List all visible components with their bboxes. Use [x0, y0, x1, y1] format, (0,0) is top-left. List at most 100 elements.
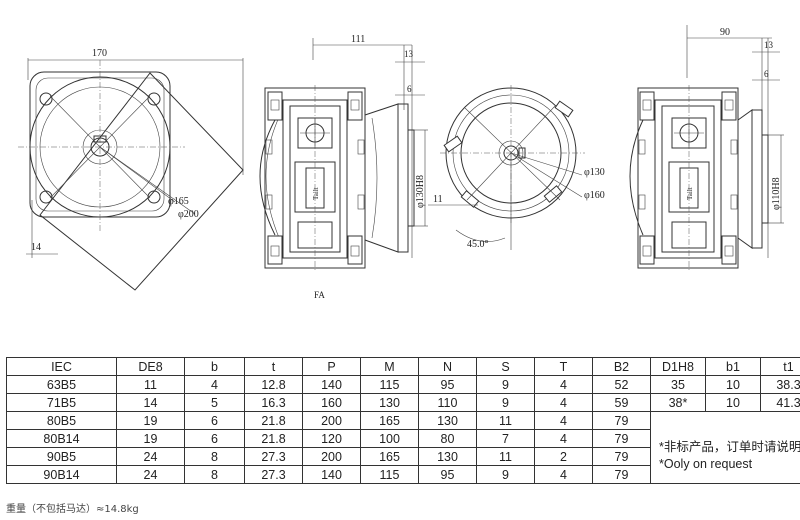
table-row: 71B5 14 5 16.3 160 130 110 9 4 59 38* 10… — [6, 393, 800, 412]
cell: 90B14 — [6, 465, 117, 484]
cell: 27.3 — [244, 465, 303, 484]
dim-14: 14 — [31, 242, 41, 253]
cell: 38.3 — [760, 375, 800, 394]
table-row: 90B14 24 8 27.3 140 115 95 9 4 79 — [6, 465, 800, 484]
header-cell: B2 — [592, 357, 651, 376]
side-view-2: 90 13 6 Tailt — [629, 25, 784, 272]
table-row: 63B5 11 4 12.8 140 115 95 9 4 52 35 10 3… — [6, 375, 800, 394]
dim-angle: 45.0° — [467, 239, 489, 250]
dim-170: 170 — [92, 48, 107, 59]
cell: 79 — [592, 447, 651, 466]
table-row: 80B14 19 6 21.8 120 100 80 7 4 79 *非标产品，… — [6, 429, 800, 484]
cell: 4 — [534, 375, 593, 394]
table-row: 80B5 19 6 21.8 200 165 130 11 4 79 — [6, 411, 800, 430]
header-cell: T — [534, 357, 593, 376]
front-view: 170 φ165 φ200 14 — [18, 48, 244, 291]
header-cell: M — [360, 357, 419, 376]
cell: 130 — [360, 393, 419, 412]
dim-phi200: φ200 — [178, 209, 199, 220]
plate-text-1: Tailt — [312, 187, 320, 200]
cell: 19 — [116, 411, 185, 430]
cell: 10 — [705, 375, 761, 394]
header-cell: P — [302, 357, 361, 376]
dim-11: 11 — [433, 194, 443, 205]
cell: 8 — [184, 447, 245, 466]
cell: 19 — [116, 429, 185, 448]
dim-phi130: φ130 — [584, 167, 605, 178]
cell: 79 — [592, 411, 651, 430]
header-cell: D1H8 — [650, 357, 706, 376]
technical-drawing: 170 φ165 φ200 14 111 — [18, 25, 784, 300]
dim-phi160: φ160 — [584, 190, 605, 201]
dim-13-b: 13 — [764, 40, 774, 50]
cell: 80B14 — [6, 429, 117, 448]
cell: 24 — [116, 465, 185, 484]
cell: 4 — [534, 429, 593, 448]
side-view-fa: 111 13 6 Tailt — [259, 34, 428, 300]
note-cell: *非标产品，订单时请说明 *Ooly on request — [650, 429, 800, 484]
cell: 95 — [418, 375, 477, 394]
cell: 4 — [534, 393, 593, 412]
cell: 5 — [184, 393, 245, 412]
cell: 11 — [476, 447, 535, 466]
dim-90: 90 — [720, 27, 730, 38]
cell: 63B5 — [6, 375, 117, 394]
empty-cell — [650, 411, 800, 430]
cell: 8 — [184, 465, 245, 484]
cell: 95 — [418, 465, 477, 484]
header-cell: IEC — [6, 357, 117, 376]
cell: 9 — [476, 375, 535, 394]
note-cn: *非标产品，订单时请说明 — [659, 440, 800, 455]
dim-111: 111 — [351, 34, 365, 45]
cell: 165 — [360, 411, 419, 430]
cell: 4 — [534, 465, 593, 484]
header-cell: b1 — [705, 357, 761, 376]
cell: 4 — [184, 375, 245, 394]
cell: 140 — [302, 465, 361, 484]
cell: 130 — [418, 447, 477, 466]
header-cell: DE8 — [116, 357, 185, 376]
cell: 79 — [592, 429, 651, 448]
flange-view: φ130 φ160 11 45.0° — [428, 85, 605, 250]
dim-phi130h8: φ130H8 — [415, 175, 426, 208]
header-cell: N — [418, 357, 477, 376]
cell: 80B5 — [6, 411, 117, 430]
cell: 35 — [650, 375, 706, 394]
cell: 200 — [302, 447, 361, 466]
cell: 6 — [184, 411, 245, 430]
table-header-row: IEC DE8 b t P M N S T B2 D1H8 b1 t1 — [6, 357, 800, 376]
spec-table: IEC DE8 b t P M N S T B2 D1H8 b1 t1 63B5… — [6, 357, 800, 484]
cell: 16.3 — [244, 393, 303, 412]
cell: 140 — [302, 375, 361, 394]
cell: 6 — [184, 429, 245, 448]
cell: 11 — [476, 411, 535, 430]
header-cell: S — [476, 357, 535, 376]
header-cell: b — [184, 357, 245, 376]
cell: 38* — [650, 393, 706, 412]
cell: 79 — [592, 465, 651, 484]
cell: 110 — [418, 393, 477, 412]
cell: 4 — [534, 411, 593, 430]
cell: 10 — [705, 393, 761, 412]
note-en: *Ooly on request — [659, 457, 753, 472]
header-cell: t1 — [760, 357, 800, 376]
cell: 41.3 — [760, 393, 800, 412]
cell: 100 — [360, 429, 419, 448]
cell: 11 — [116, 375, 185, 394]
dim-6: 6 — [407, 84, 412, 94]
cell: 120 — [302, 429, 361, 448]
header-cell: t — [244, 357, 303, 376]
cell: 130 — [418, 411, 477, 430]
dim-phi165: φ165 — [168, 196, 189, 207]
cell: 160 — [302, 393, 361, 412]
cell: 90B5 — [6, 447, 117, 466]
cell: 7 — [476, 429, 535, 448]
cell: 115 — [360, 375, 419, 394]
cell: 200 — [302, 411, 361, 430]
dim-13: 13 — [404, 49, 414, 59]
cell: 165 — [360, 447, 419, 466]
cell: 12.8 — [244, 375, 303, 394]
plate-text-2: Tailt — [686, 187, 694, 200]
cell: 27.3 — [244, 447, 303, 466]
cell: 9 — [476, 465, 535, 484]
